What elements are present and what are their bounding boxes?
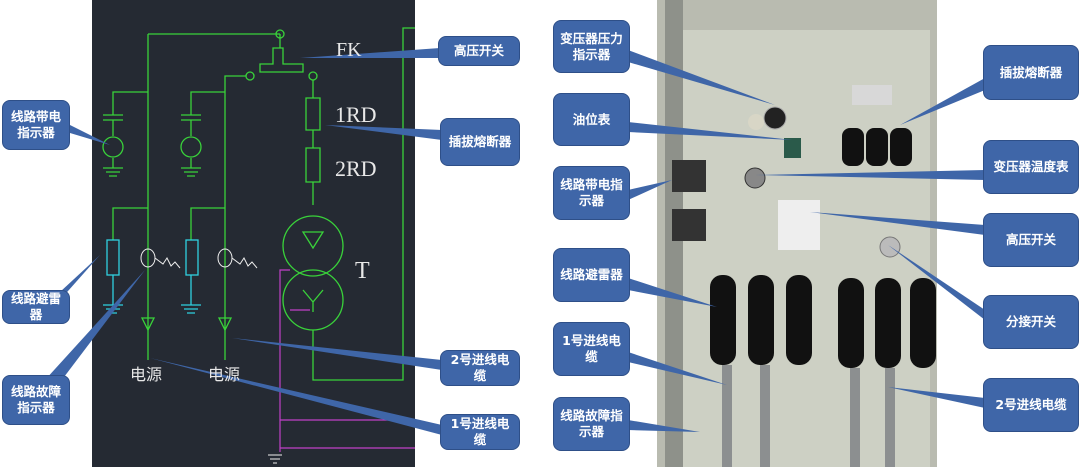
callout-plug-fuse-left: 插拔熔断器 xyxy=(440,118,520,166)
callout-line-arrester-right: 线路避雷器 xyxy=(553,248,630,302)
schematic xyxy=(92,0,415,467)
label-fk: FK xyxy=(336,39,362,61)
callout-line-live-indicator-right: 线路带电指示器 xyxy=(553,166,630,220)
schematic-labels: FK 1RD 2RD T 电源 电源 xyxy=(130,39,377,384)
callout-line-live-indicator-left: 线路带电指示器 xyxy=(2,100,70,150)
callout-cable-1-left: 1号进线电缆 xyxy=(440,414,520,450)
cabinet-photo xyxy=(657,0,937,467)
callout-hv-switch-left: 高压开关 xyxy=(438,36,520,66)
label-2rd: 2RD xyxy=(335,156,377,181)
callout-hv-switch-right: 高压开关 xyxy=(983,213,1079,267)
callout-cable-2-left: 2号进线电缆 xyxy=(440,350,520,386)
callout-cable-1-right: 1号进线电缆 xyxy=(553,322,630,376)
callout-plug-fuse-right: 插拔熔断器 xyxy=(983,45,1079,100)
callout-pointers xyxy=(45,48,985,435)
callout-cable-2-right: 2号进线电缆 xyxy=(983,378,1079,432)
callout-temp-gauge: 变压器温度表 xyxy=(983,140,1079,194)
callout-line-fault-indicator-left: 线路故障指示器 xyxy=(2,375,70,425)
label-t: T xyxy=(355,258,370,284)
callout-oil-gauge: 油位表 xyxy=(553,93,630,146)
label-1rd: 1RD xyxy=(335,102,377,127)
callout-line-arrester-left: 线路避雷器 xyxy=(2,290,70,324)
label-power-1: 电源 xyxy=(130,366,162,384)
callout-pressure-indicator: 变压器压力指示器 xyxy=(553,20,630,73)
callout-line-fault-indicator-right: 线路故障指示器 xyxy=(553,397,630,451)
callout-tap-switch: 分接开关 xyxy=(983,295,1079,349)
label-power-2: 电源 xyxy=(208,366,240,384)
